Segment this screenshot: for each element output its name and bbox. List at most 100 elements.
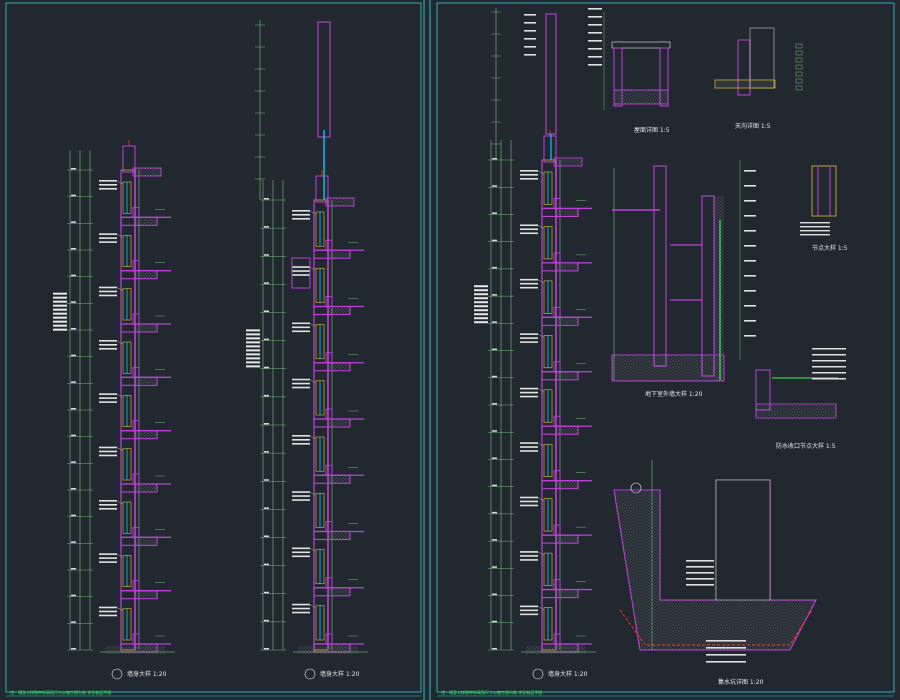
- slab-hatch: [135, 218, 157, 225]
- elevation-note: [744, 215, 756, 217]
- leader-line: [309, 210, 317, 215]
- dimension-text: [71, 194, 76, 197]
- sill: [553, 415, 561, 427]
- drain-marker: [795, 64, 803, 70]
- slab-hatch: [556, 209, 578, 216]
- coping: [611, 41, 671, 49]
- column: [811, 165, 837, 217]
- sill: [132, 526, 140, 538]
- leader-note: [520, 286, 538, 289]
- leader-note: [588, 56, 602, 58]
- leader-note: [520, 333, 538, 335]
- leader-note: [520, 228, 538, 231]
- leader-note: [520, 391, 538, 394]
- sill: [553, 197, 561, 209]
- pit-body: [613, 479, 817, 651]
- elevation-note: [474, 309, 488, 312]
- dimension-text: [492, 375, 497, 378]
- dimension-text: [492, 511, 497, 514]
- leader-note: [588, 64, 602, 66]
- upper-wall: [545, 13, 557, 135]
- leader-line: [116, 607, 124, 611]
- leader-note: [520, 450, 538, 452]
- leader-note: [292, 382, 310, 385]
- sill: [553, 579, 561, 591]
- sill: [553, 252, 561, 264]
- dimension-text: [71, 648, 76, 650]
- slab-hatch: [556, 481, 578, 488]
- leader-note: [588, 40, 602, 42]
- sill: [325, 296, 333, 307]
- leader-line: [309, 435, 317, 440]
- leader-note: [524, 22, 536, 24]
- gutter-detail: [714, 27, 803, 96]
- pit-rebar: [619, 609, 813, 646]
- sill: [553, 470, 561, 482]
- leader-line: [537, 606, 545, 610]
- leader-line: [116, 234, 124, 238]
- dimension-text: [264, 591, 269, 594]
- sill: [132, 580, 140, 592]
- leader-note: [99, 241, 117, 243]
- sill: [132, 260, 140, 272]
- leader-note: [99, 553, 117, 555]
- slab-hatch: [328, 532, 350, 539]
- curb-slab: [755, 403, 837, 419]
- section-symbol: [532, 668, 544, 680]
- dimension-text: [71, 514, 76, 517]
- leader-note: [99, 606, 117, 609]
- dimension-text: [492, 620, 497, 623]
- leader-line: [116, 394, 124, 398]
- elevation-note: [53, 300, 67, 303]
- leader-note: [292, 439, 310, 441]
- dimension-text: [71, 594, 76, 597]
- leader-note: [706, 661, 746, 663]
- drawing-labels: 注：墙身大样图中标高及尺寸以施工图为准 详见各层平面注：墙身大样图中标高及尺寸以…: [10, 122, 848, 695]
- dimension-text: [71, 621, 76, 623]
- leader-note: [99, 508, 117, 510]
- elevation-note: [474, 317, 488, 320]
- leader-note: [588, 32, 602, 34]
- leader-note: [520, 395, 538, 398]
- elevation-note: [744, 230, 756, 232]
- leader-note: [706, 647, 746, 649]
- elevation-note: [744, 260, 756, 262]
- drain-marker: [795, 85, 803, 91]
- slab-hatch: [328, 588, 350, 595]
- dimension-text: [71, 301, 76, 303]
- sill: [132, 473, 140, 485]
- drain-marker: [795, 50, 803, 56]
- gutter-box: [749, 27, 775, 89]
- leader-note: [800, 222, 830, 224]
- leader-note: [520, 282, 538, 285]
- leader-note: [99, 397, 117, 399]
- sill: [132, 313, 140, 325]
- leader-line: [537, 279, 545, 284]
- dimension-text: [71, 168, 76, 170]
- waterproof-corner-detail: [755, 348, 846, 419]
- dimension-text: [264, 226, 269, 228]
- pit-void: [715, 479, 771, 601]
- leader-note: [292, 555, 310, 558]
- dimension-text: [264, 479, 269, 481]
- slab-hatch: [328, 420, 350, 426]
- detail-symbol: [630, 482, 642, 494]
- leader-note: [292, 218, 310, 220]
- leader-note: [686, 566, 714, 568]
- leader-note: [520, 559, 538, 561]
- leader-line: [537, 551, 545, 556]
- wall-sections: [53, 8, 596, 680]
- elevation-note: [246, 349, 260, 352]
- leader-line: [537, 443, 545, 447]
- dimension-text: [71, 434, 76, 437]
- leader-note: [520, 278, 538, 281]
- basement-wall-detail: [611, 160, 756, 382]
- leader-note: [520, 442, 538, 444]
- drain-marker: [795, 57, 803, 63]
- sill: [553, 361, 561, 373]
- roof-slab: [325, 197, 355, 207]
- dimension-text: [492, 158, 497, 160]
- leader-note: [292, 491, 310, 493]
- dimension-text: [264, 198, 269, 200]
- slab-hatch: [135, 378, 157, 385]
